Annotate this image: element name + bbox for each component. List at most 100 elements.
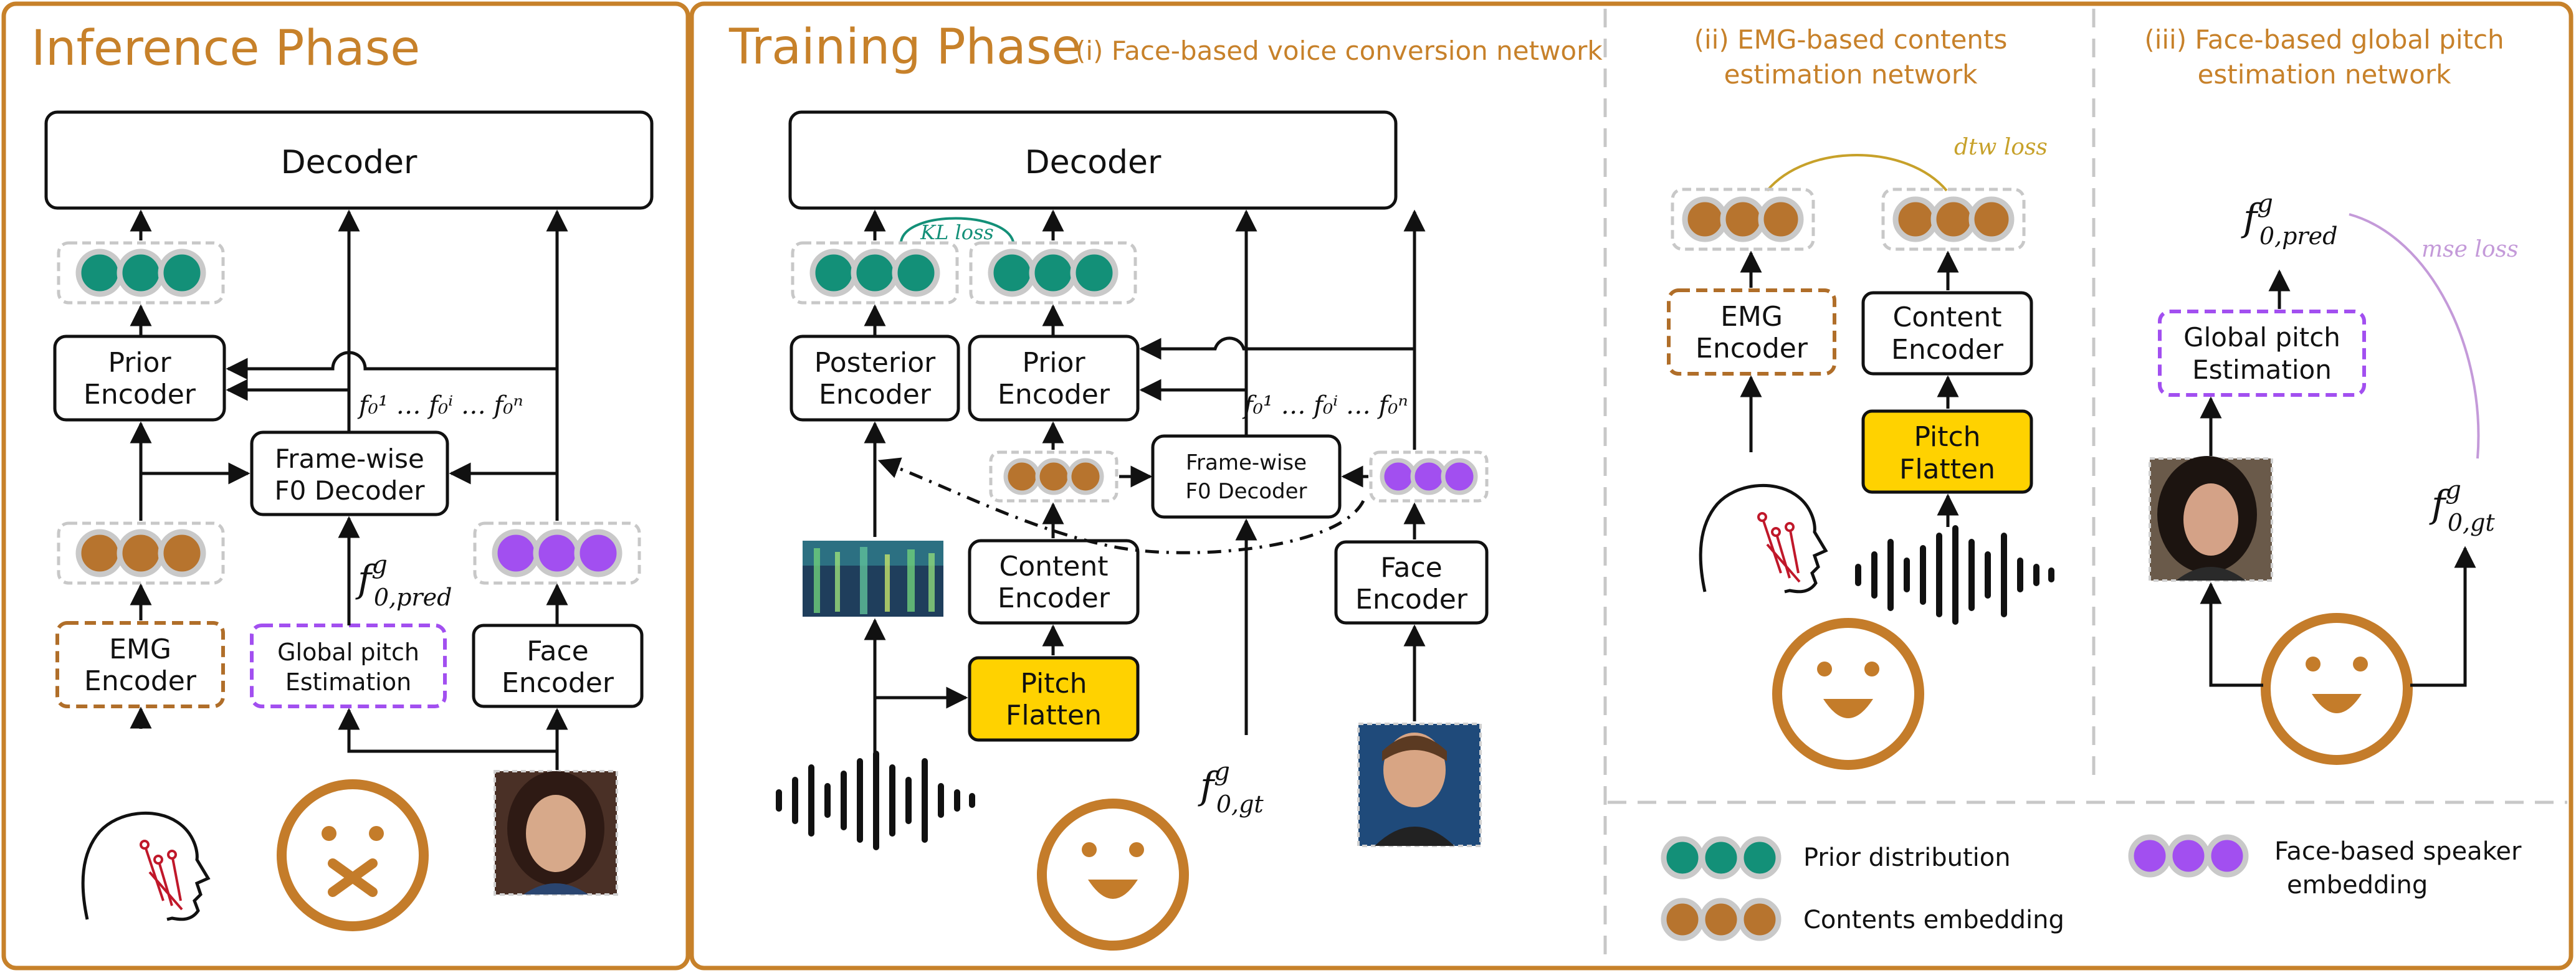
inf-content-circles xyxy=(75,529,206,577)
pitch-net-global-pitch-l1: Global pitch xyxy=(2183,322,2340,353)
emg-left-circles xyxy=(1682,196,1804,242)
inf-arrows xyxy=(130,209,568,770)
tr-face-circles xyxy=(1380,458,1478,495)
inf-frame-f0-l2: F0 Decoder xyxy=(275,475,426,506)
tr-posterior-embedding xyxy=(791,241,959,305)
tr-prior-encoder-l2: Encoder xyxy=(998,379,1110,411)
tr-frame-f0-l1: Frame-wise xyxy=(1186,450,1307,475)
tr-decoder-label: Decoder xyxy=(1025,144,1162,181)
emg-net-content-encoder-box xyxy=(1861,291,2033,376)
tr-frame-f0-box xyxy=(1151,434,1342,519)
emg-net-happy-face-icon xyxy=(1772,618,1924,770)
emg-net-emg-encoder-box xyxy=(1667,288,1836,376)
inf-face-circles xyxy=(492,529,623,577)
pitch-net-arrows xyxy=(2200,269,2476,687)
tr-pitch-flatten-box xyxy=(968,656,1140,742)
tr-prior-encoder-l1: Prior xyxy=(1022,347,1085,379)
kl-loss-arc xyxy=(900,217,1014,242)
mse-loss-arc xyxy=(2349,213,2480,459)
inf-face-encoder-l1: Face xyxy=(527,635,589,667)
dtw-loss-arc xyxy=(1766,154,1948,192)
emg-net-arrows xyxy=(1740,250,1959,527)
emg-net-emg-encoder-l2: Encoder xyxy=(1696,333,1808,364)
legend-content-label: Contents embedding xyxy=(1803,906,2064,934)
emg-net-pitch-flatten-box xyxy=(1861,409,2033,494)
inf-global-pitch-l2: Estimation xyxy=(285,668,411,696)
inf-head-emg-icon xyxy=(81,811,211,921)
tr-posterior-circles xyxy=(809,249,940,297)
inf-content-embedding xyxy=(57,521,225,585)
inf-global-pitch-l1: Global pitch xyxy=(277,638,419,666)
inf-global-pitch-box xyxy=(250,624,447,708)
legend-face-label-l2: embedding xyxy=(2287,871,2428,899)
tr-prior-circles xyxy=(988,249,1119,297)
tr-pitch-flatten-l1: Pitch xyxy=(1020,668,1087,700)
emg-net-title-l1: (ii) EMG-based contents xyxy=(1694,24,2008,55)
pitch-net-global-pitch-l2: Estimation xyxy=(2192,354,2332,385)
tr-pitch-flatten-l2: Flatten xyxy=(1006,700,1102,731)
tr-content-embedding xyxy=(989,450,1119,503)
kl-loss-label: KL loss xyxy=(920,221,994,244)
tr-face-embedding xyxy=(1369,450,1489,503)
emg-net-title-l2: estimation network xyxy=(1724,59,1978,90)
legend-face-label-l1: Face-based speaker xyxy=(2274,837,2522,866)
emg-net-content-encoder-l2: Encoder xyxy=(1891,334,2004,366)
tr-content-encoder-l2: Encoder xyxy=(998,582,1110,614)
tr-content-encoder-box xyxy=(968,539,1140,625)
inf-face-encoder-l2: Encoder xyxy=(502,667,614,699)
inf-prior-encoder-l2: Encoder xyxy=(83,379,196,411)
legend-prior-label: Prior distribution xyxy=(1803,843,2011,872)
pitch-net-happy-face-icon xyxy=(2261,613,2413,765)
emg-net-emg-encoder-l1: EMG xyxy=(1720,301,1783,333)
emg-net-content-encoder-l1: Content xyxy=(1893,301,2002,333)
tr-f0-sequence: f₀¹ … f₀ⁱ … f₀ⁿ xyxy=(1242,391,1408,420)
legend-content-circles xyxy=(1661,898,1782,941)
inference-title: Inference Phase xyxy=(31,21,420,77)
inf-emg-encoder-box xyxy=(55,621,225,708)
dtw-loss-label: dtw loss xyxy=(1954,135,2048,160)
muted-face-icon xyxy=(277,779,429,931)
emg-content-embedding-right xyxy=(1881,187,2026,251)
legend-prior-circles xyxy=(1661,836,1782,880)
emg-content-embedding-left xyxy=(1671,187,1815,251)
spectrogram-image xyxy=(803,541,943,617)
inf-prior-circles xyxy=(75,249,206,297)
tr-face-encoder-box xyxy=(1334,540,1489,625)
mse-loss-label: mse loss xyxy=(2421,237,2519,262)
tr-arrows xyxy=(864,209,1426,766)
legend-face-circles xyxy=(2128,834,2249,878)
emg-net-pitch-flatten-l1: Pitch xyxy=(1914,421,1980,453)
tr-face-photo xyxy=(1357,723,1482,847)
emg-right-circles xyxy=(1892,196,2015,242)
pitch-net-title-l2: estimation network xyxy=(2198,59,2452,90)
tr-content-circles xyxy=(1003,458,1104,495)
inf-prior-embedding xyxy=(57,241,225,305)
pitch-net-title-l1: (iii) Face-based global pitch xyxy=(2144,24,2504,55)
tr-posterior-encoder-l1: Posterior xyxy=(814,347,936,379)
inf-f0-sequence: f₀¹ … f₀ⁱ … f₀ⁿ xyxy=(357,391,523,420)
inf-decoder-box xyxy=(44,110,654,210)
inference-panel xyxy=(1,1,690,971)
tr-posterior-encoder-l2: Encoder xyxy=(819,379,932,411)
tr-happy-face-icon xyxy=(1037,799,1189,951)
emg-net-head-icon xyxy=(1699,483,1828,594)
training-subtitle: (i) Face-based voice conversion network xyxy=(1076,36,1603,66)
emg-net-waveform-icon xyxy=(1855,525,2054,625)
inf-emg-encoder-l2: Encoder xyxy=(84,665,197,697)
pitch-net-face-photo xyxy=(2149,456,2273,582)
tr-content-encoder-l1: Content xyxy=(999,551,1109,582)
tr-prior-embedding xyxy=(969,241,1137,305)
pitch-net-global-pitch-box xyxy=(2158,310,2366,397)
inf-emg-encoder-l1: EMG xyxy=(109,634,171,665)
tr-face-encoder-l1: Face xyxy=(1380,552,1443,584)
training-title: Training Phase xyxy=(728,19,1081,75)
inf-decoder-label: Decoder xyxy=(281,144,417,181)
tr-frame-f0-l2: F0 Decoder xyxy=(1185,479,1307,504)
tr-waveform-icon xyxy=(776,751,975,850)
emg-net-pitch-flatten-l2: Flatten xyxy=(1899,453,1995,485)
